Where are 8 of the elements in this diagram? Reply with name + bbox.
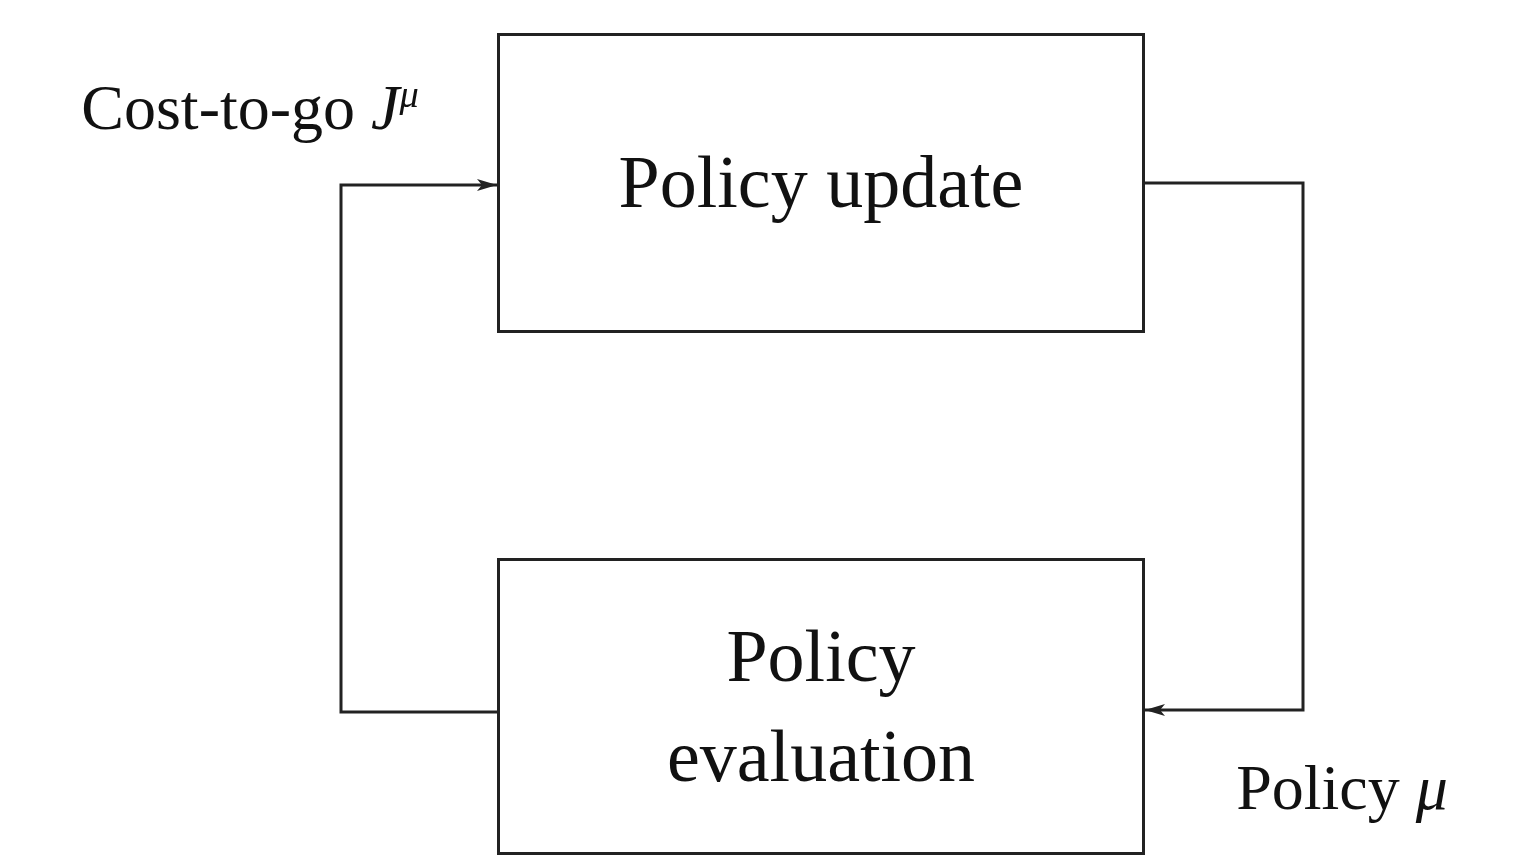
edge-label: Cost-to-go J$^{μ}$ <box>80 71 420 145</box>
process-box <box>497 33 1145 333</box>
edge-label: Policy μ <box>1235 751 1449 825</box>
box-label: Policy update <box>617 140 1025 226</box>
arrow <box>339 179 497 714</box>
box-label: Policy evaluation <box>665 613 977 799</box>
process-box <box>497 558 1145 855</box>
arrow <box>1145 181 1305 716</box>
